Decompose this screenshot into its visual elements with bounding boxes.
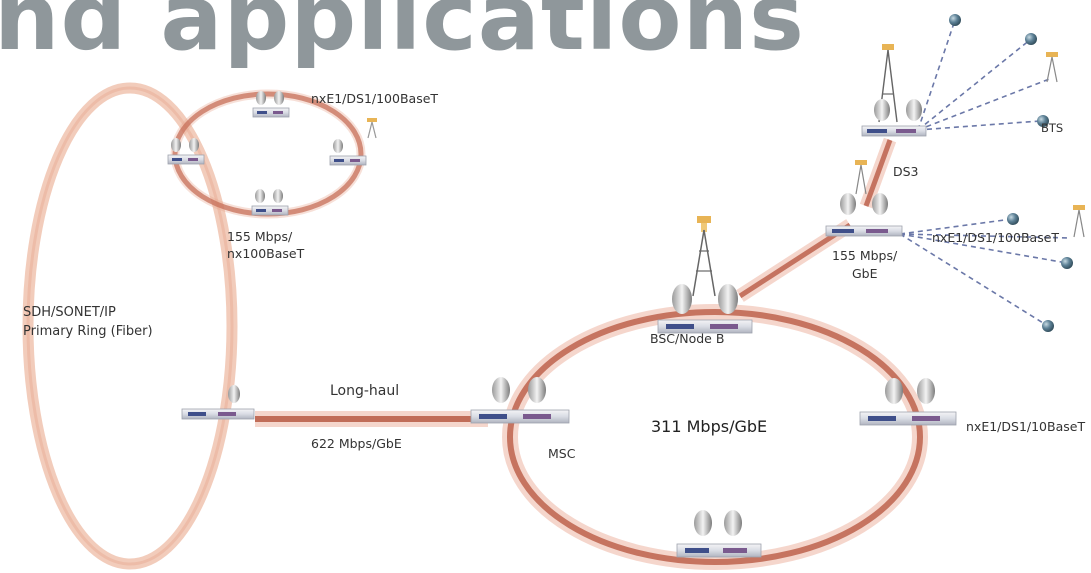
mux-node-hub <box>825 193 903 237</box>
bts-tower-2 <box>1073 205 1085 238</box>
ring-tower <box>367 118 377 139</box>
hub-radio-links <box>899 218 1071 327</box>
hub-rate-label-1: 155 Mbps/ <box>832 248 898 263</box>
main-ring-rate: 311 Mbps/GbE <box>651 417 768 436</box>
endpoint-dots <box>949 14 1073 332</box>
bsc-label: BSC/Node B <box>650 331 725 346</box>
bsc-tower <box>692 216 716 297</box>
primary-ring-label-2: Primary Ring (Fiber) <box>23 324 153 339</box>
mux-node-upper-top <box>252 91 290 118</box>
page-title: nd applications <box>0 0 805 71</box>
bts-label: BTS <box>1041 121 1064 135</box>
mux-node-upper-right <box>329 139 367 166</box>
mux-node-upper-bottom <box>251 189 289 216</box>
primary-fiber-ring <box>22 82 238 570</box>
primary-ring-label-1: SDH/SONET/IP <box>23 305 116 320</box>
ds3-label: DS3 <box>893 164 919 179</box>
hub-tower <box>855 160 867 195</box>
mux-node-upper-left <box>167 138 205 165</box>
upper-ring-bottom-label-2: nx100BaseT <box>227 246 305 261</box>
hub-uplink <box>736 137 897 302</box>
upper-ring-top-label: nxE1/DS1/100BaseT <box>311 91 439 106</box>
mux-node-right <box>859 378 957 426</box>
long-haul-title: Long-haul <box>330 383 400 399</box>
mux-node-longhaul-left <box>181 385 255 420</box>
long-haul-rate: 622 Mbps/GbE <box>311 436 402 451</box>
bts-tower-1 <box>1046 52 1058 83</box>
mux-node-bottom <box>676 510 762 558</box>
mux-node-msc <box>470 377 570 424</box>
ds3-radio-links <box>917 19 1053 131</box>
right-node-label: nxE1/DS1/10BaseT <box>966 419 1086 434</box>
upper-ring-bottom-label-1: 155 Mbps/ <box>227 229 293 244</box>
hub-star-label: nxE1/DS1/100BaseT <box>932 230 1060 245</box>
main-ring <box>502 304 928 570</box>
mux-node-ds3 <box>861 99 927 137</box>
mux-node-bsc <box>657 284 753 334</box>
hub-rate-label-2: GbE <box>852 266 878 281</box>
msc-label: MSC <box>548 446 576 461</box>
